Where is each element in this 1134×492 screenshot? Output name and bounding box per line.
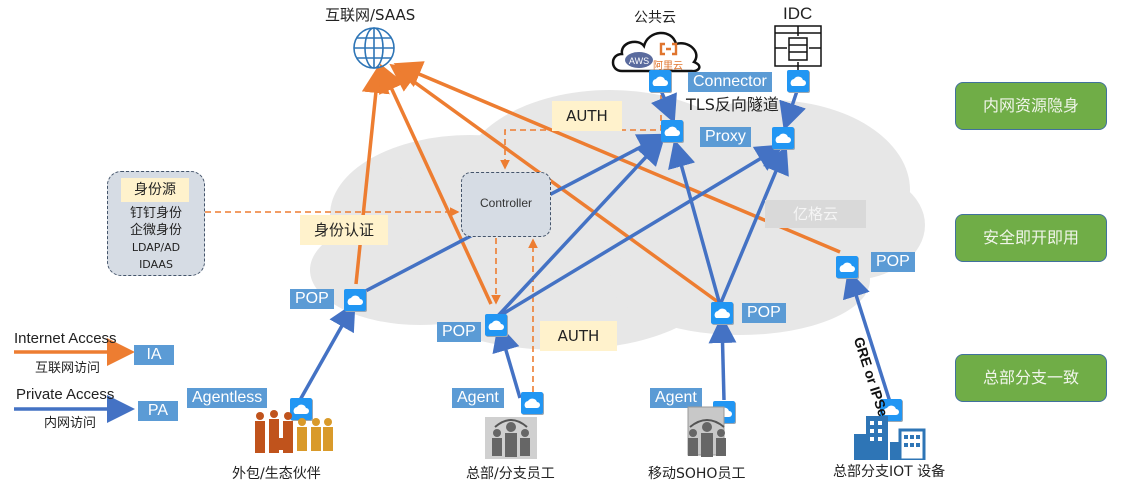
iot-devices-label: 总部分支IOT 设备 bbox=[833, 464, 946, 480]
svg-text:阿里云: 阿里云 bbox=[653, 60, 683, 72]
identity-source-title: 身份源 bbox=[121, 178, 189, 202]
identity-source-box: 身份源 钉钉身份 企微身份 LDAP/AD IDAAS bbox=[107, 171, 205, 276]
office-staff-icon bbox=[485, 417, 537, 459]
connector-label: Connector bbox=[688, 72, 772, 92]
proxy-label: Proxy bbox=[700, 127, 751, 147]
office-staff-label: 总部/分支员工 bbox=[466, 466, 555, 482]
pop-node-3 bbox=[711, 302, 733, 324]
identity-auth-label: 身份认证 bbox=[300, 215, 388, 245]
soho-staff-icon bbox=[687, 406, 726, 457]
datacenter-icon bbox=[774, 25, 822, 70]
soho-agent-tag: Agent bbox=[650, 388, 702, 408]
cloud-provider-icon: AWS 阿里云 bbox=[611, 31, 701, 73]
identity-item: IDAAS bbox=[139, 258, 173, 271]
idc-label: IDC bbox=[783, 4, 813, 23]
feature-hq-branch-consistent: 总部分支一致 bbox=[955, 354, 1107, 402]
auth-top-label: AUTH bbox=[552, 101, 622, 131]
yige-cloud-label: 亿格云 bbox=[765, 200, 866, 228]
pop-label-2: POP bbox=[437, 322, 481, 342]
svg-text:AWS: AWS bbox=[629, 56, 649, 66]
pa-badge: PA bbox=[138, 401, 178, 421]
office-agent-node bbox=[521, 392, 543, 414]
globe-icon bbox=[353, 27, 395, 69]
identity-item: 企微身份 bbox=[129, 223, 182, 238]
feature-secure-instant: 安全即开即用 bbox=[955, 214, 1107, 262]
legend-internet-title: Internet Access bbox=[14, 330, 117, 347]
iot-gateway-node bbox=[880, 399, 902, 421]
legend-private-title: Private Access bbox=[16, 386, 115, 403]
identity-source-list: 钉钉身份 企微身份 LDAP/AD IDAAS bbox=[108, 205, 204, 273]
pop-label-1: POP bbox=[290, 289, 334, 309]
feature-hidden-resources: 内网资源隐身 bbox=[955, 82, 1107, 130]
pop-node-4 bbox=[836, 256, 858, 278]
pop-node-1 bbox=[344, 289, 366, 311]
public-cloud-connector-node bbox=[649, 70, 671, 92]
office-agent-tag: Agent bbox=[452, 388, 504, 408]
tls-tunnel-label: TLS反向隧道 bbox=[686, 95, 779, 114]
legend-private-subtitle: 内网访问 bbox=[44, 416, 97, 431]
buildings-icon bbox=[854, 416, 926, 460]
internet-label: 互联网/SAAS bbox=[325, 6, 416, 24]
partners-agentless-node bbox=[290, 398, 312, 420]
idc-connector-node bbox=[787, 70, 809, 92]
pop-label-3: POP bbox=[742, 303, 786, 323]
pop-label-4: POP bbox=[871, 252, 915, 272]
identity-item: LDAP/AD bbox=[131, 241, 181, 254]
identity-item: 钉钉身份 bbox=[129, 206, 182, 221]
controller-box: Controller bbox=[461, 172, 551, 237]
auth-bottom-label: AUTH bbox=[540, 321, 617, 351]
partners-icon bbox=[255, 410, 333, 453]
partners-label: 外包/生态伙伴 bbox=[232, 466, 321, 482]
agentless-tag: Agentless bbox=[187, 388, 268, 408]
legend-internet-subtitle: 互联网访问 bbox=[35, 361, 101, 376]
pop-node-2 bbox=[485, 314, 507, 336]
proxy-node-1 bbox=[661, 120, 683, 142]
private-access-lines bbox=[14, 87, 892, 423]
proxy-node-2 bbox=[772, 127, 794, 149]
public-cloud-label: 公共云 bbox=[634, 10, 676, 26]
ia-badge: IA bbox=[134, 345, 174, 365]
soho-staff-label: 移动SOHO员工 bbox=[648, 466, 746, 482]
